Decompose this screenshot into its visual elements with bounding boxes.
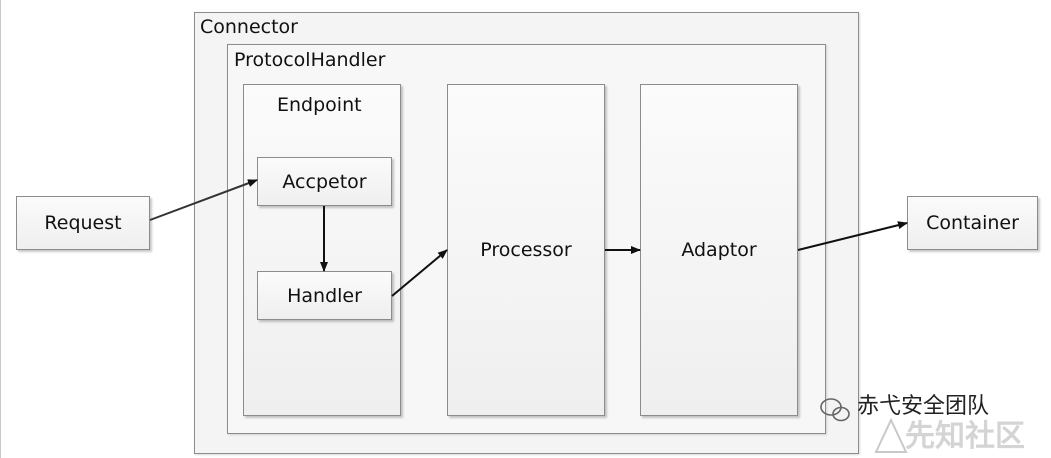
endpoint-box: Endpoint (243, 84, 401, 416)
endpoint-label: Endpoint (277, 94, 362, 116)
request-label: Request (44, 212, 122, 234)
left-edge-line (0, 0, 1, 458)
wechat-logo-icon (820, 398, 850, 422)
watermark-site: 先知社区 (905, 419, 1025, 454)
arrow-request-to-acceptor (149, 179, 258, 221)
processor-label: Processor (480, 239, 572, 261)
arrow-adaptor-to-container (797, 221, 908, 251)
request-box: Request (16, 196, 150, 250)
connector-label: Connector (200, 16, 298, 38)
acceptor-box: Accpetor (257, 157, 392, 206)
handler-label: Handler (287, 284, 362, 307)
adaptor-box: Adaptor (640, 84, 798, 416)
xianzhi-logo-icon (874, 417, 908, 453)
protocol-handler-label: ProtocolHandler (234, 49, 386, 71)
acceptor-label: Accpetor (282, 170, 367, 193)
arrow-handler-to-processor (391, 249, 448, 297)
adaptor-label: Adaptor (681, 239, 757, 261)
watermark-team: 赤弋安全团队 (857, 394, 990, 419)
handler-box: Handler (257, 271, 392, 320)
processor-box: Processor (447, 84, 605, 416)
container-box: Container (907, 196, 1038, 250)
container-label: Container (926, 212, 1019, 234)
